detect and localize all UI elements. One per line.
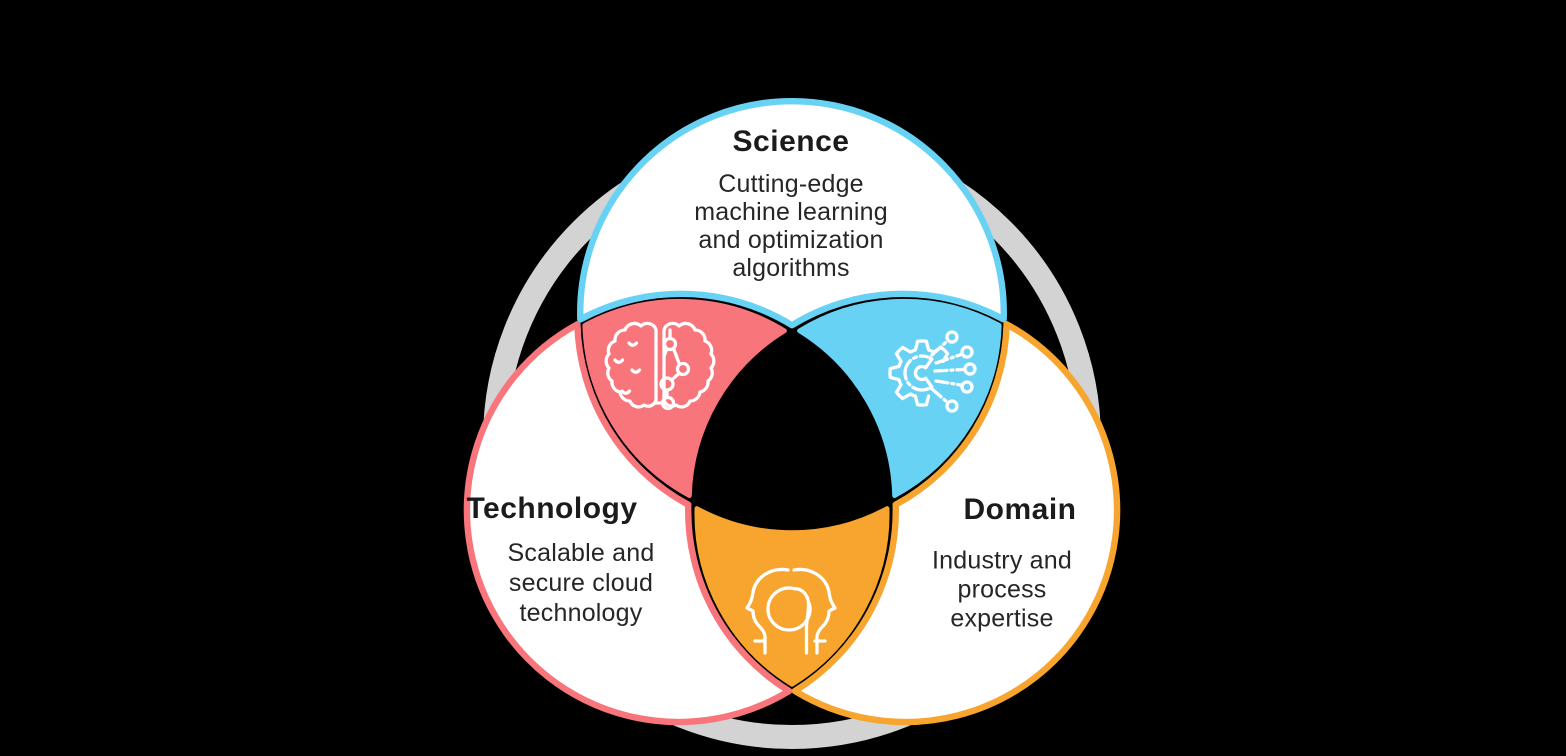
circuit-node [963, 362, 977, 376]
gear-outline [888, 339, 950, 407]
brain-circuit-lines [654, 328, 682, 405]
brain-left-lobe [604, 321, 658, 409]
brain-right-lobe [662, 321, 716, 409]
petal-science-technology [582, 298, 787, 499]
domain-description: Industry and process expertise [932, 546, 1072, 633]
brain-icon [604, 321, 716, 411]
technology-title: Technology [466, 492, 638, 525]
brain-node [660, 395, 676, 411]
circuit-trace [930, 338, 967, 405]
head-profile-icon [745, 567, 837, 655]
gear-horseshoe-inner [913, 357, 934, 389]
section-technology-shape [463, 321, 793, 726]
brain-node [662, 336, 678, 352]
brain-node [659, 376, 675, 392]
head-left-profile [745, 567, 790, 655]
circuit-node [960, 380, 974, 394]
section-domain-shape [791, 321, 1121, 726]
brain-squiggles [613, 341, 642, 395]
section-science-shape [577, 97, 1007, 329]
science-title: Science [732, 125, 850, 158]
head-spiral-tail [792, 587, 811, 655]
technology-description: Scalable and secure cloud technology [507, 539, 655, 627]
circuit-node [960, 345, 974, 359]
circuit-node [945, 399, 959, 413]
gear-horseshoe [903, 354, 934, 392]
head-right-profile [792, 567, 837, 655]
petal-technology-domain [694, 506, 890, 687]
petal-science-domain [797, 298, 1002, 499]
domain-title: Domain [963, 493, 1077, 526]
circuit-node [945, 330, 959, 344]
gear-circuit-icon [888, 330, 977, 413]
science-description: Cutting-edge machine learning and optimi… [694, 170, 888, 282]
brain-node [675, 361, 691, 377]
